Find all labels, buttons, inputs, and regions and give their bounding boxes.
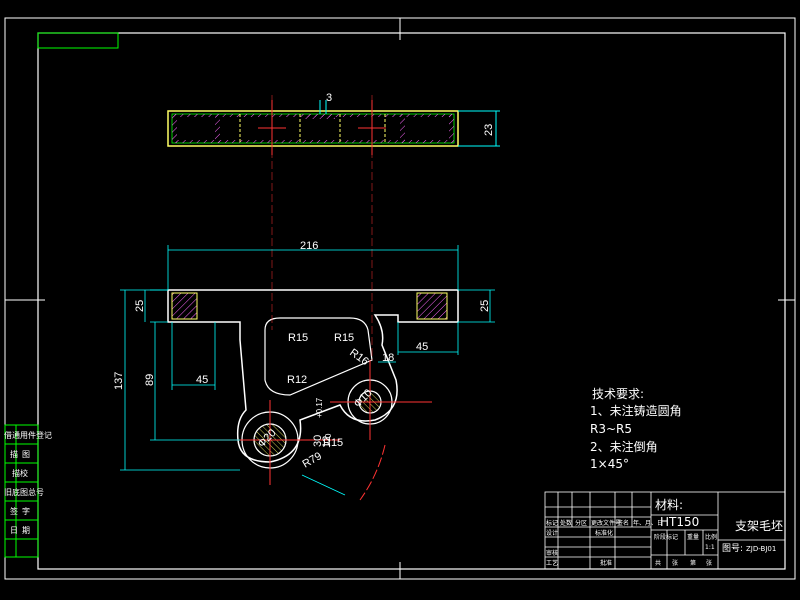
dim-tol-a: +0.17 [315, 397, 324, 418]
tb-label-1: 处数 [560, 519, 572, 527]
front-dimensions [120, 245, 495, 496]
dim-left-25: 25 [134, 300, 146, 312]
side-cell-2: 图 [22, 450, 30, 459]
tb-label-14: 共 [655, 559, 661, 567]
dim-tol-b: 0 [324, 433, 333, 438]
tb-label-17: 张 [706, 559, 712, 567]
top-view: 3 23 [167, 92, 500, 155]
side-cell-3: 描校 [12, 468, 28, 478]
tb-label-6: 设计 [546, 529, 558, 537]
dim-top-height: 23 [483, 124, 495, 136]
notes-line1: 1、未注铸造圆角 [590, 403, 682, 418]
tb-label-4: 签名 [617, 519, 629, 527]
tb-label-12: 重量 [687, 533, 699, 541]
tb-label-8: 审核 [546, 549, 558, 557]
tb-label-9: 工艺 [546, 559, 558, 567]
dim-18: 18 [382, 352, 394, 364]
front-dim-labels: 216 25 25 45 45 137 89 R15 R15 R16 18 R1… [113, 240, 491, 471]
side-cell-0: 借通用件登记 [4, 430, 52, 440]
side-cell-6: 字 [22, 506, 30, 516]
material-value: HT150 [660, 515, 699, 529]
tb-label-13: 比例 [705, 533, 717, 541]
material-label: 材料: [655, 498, 683, 512]
dim-r79: R79 [301, 450, 324, 470]
notes-heading: 技术要求: [592, 387, 644, 401]
side-table-text: 借通用件登记 描 图 描校 旧底图总号 签 字 日 期 [4, 430, 52, 535]
side-cell-7: 日 [10, 526, 18, 535]
side-cell-5: 签 [10, 506, 18, 516]
dim-89: 89 [144, 374, 156, 386]
part-name: 支架毛坯 [735, 519, 783, 533]
dim-top-thickness: 3 [326, 92, 332, 104]
notes-line3: 2、未注倒角 [590, 439, 658, 454]
tb-label-11: 阶段标记 [654, 533, 678, 541]
side-cell-8: 期 [22, 526, 30, 535]
drawing-no-value: ZJD-BJ01 [746, 545, 776, 553]
dim-r12: R12 [287, 374, 307, 386]
dim-137: 137 [113, 372, 125, 390]
dim-30: 30 [312, 435, 324, 447]
title-block [544, 491, 786, 570]
side-table [4, 424, 39, 558]
dim-right-45: 45 [416, 341, 428, 353]
title-block-text: 材料: HT150 支架毛坯 图号: ZJD-BJ01 1:1 标记 处数 分区… [546, 498, 783, 567]
dim-r15-b: R15 [334, 332, 354, 344]
dim-left-45: 45 [196, 374, 208, 386]
technical-notes: 技术要求: 1、未注铸造圆角 R3~R5 2、未注倒角 1×45° [590, 387, 682, 471]
drawing-frame [4, 17, 796, 580]
tb-label-7: 标准化 [595, 529, 613, 537]
tb-label-3: 更改文件号 [591, 519, 621, 527]
dim-tol-base: 12 [321, 436, 333, 448]
notes-line2: R3~R5 [590, 422, 632, 436]
dim-r15-a: R15 [288, 332, 308, 344]
tb-label-0: 标记 [546, 519, 558, 527]
side-cell-1: 描 [10, 449, 18, 459]
dim-r16: R16 [347, 347, 370, 368]
tb-label-5: 年、月、日 [633, 519, 663, 527]
tb-label-10: 批准 [600, 559, 612, 567]
side-cell-4: 旧底图总号 [4, 487, 44, 497]
notes-line4: 1×45° [590, 457, 629, 471]
dim-216: 216 [300, 240, 318, 252]
front-view [167, 95, 459, 501]
tb-label-15: 张 [672, 559, 678, 567]
tb-label-2: 分区 [575, 519, 587, 527]
dim-r15-c: R15 [323, 437, 343, 449]
drawing-no-label: 图号: [722, 543, 743, 554]
scale-value: 1:1 [705, 544, 715, 551]
dim-right-25: 25 [479, 300, 491, 312]
tb-label-16: 第 [690, 559, 696, 567]
